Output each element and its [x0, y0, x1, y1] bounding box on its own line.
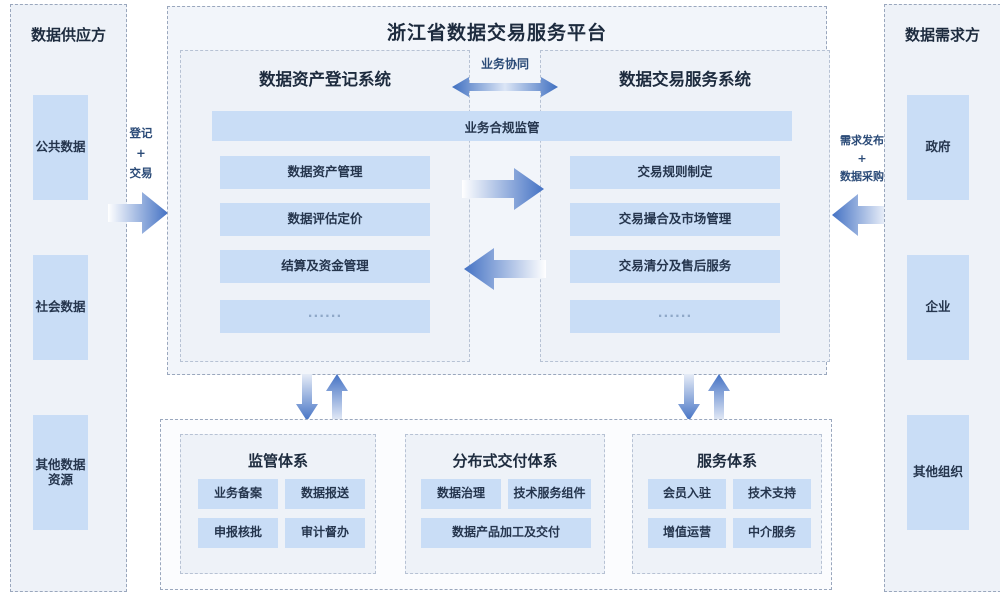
demand-item-enterprise: 企业 [907, 255, 969, 360]
left-flow-label-line2: 交易 [129, 166, 153, 180]
regulation-chip-0-1: 数据报送 [285, 479, 365, 509]
compliance-bar [212, 111, 792, 141]
delivery-chip-0-1: 技术服务组件 [508, 479, 591, 509]
delivery-chip-1-0: 数据产品加工及交付 [421, 518, 591, 548]
center-collaboration-label: 业务协同 [480, 57, 529, 71]
registry-item-2: 结算及资金管理 [220, 250, 430, 283]
compliance-label: 业务合规监管 [464, 119, 540, 135]
trading-item-1: 交易撮合及市场管理 [570, 203, 780, 236]
registry-item-0: 数据资产管理 [220, 156, 430, 189]
service-chip-0-1: 技术支持 [733, 479, 811, 509]
demand-item-government: 政府 [907, 95, 969, 200]
left-flow-label-plus: + [136, 146, 146, 160]
supply-item-other-data: 其他数据资源 [33, 415, 88, 530]
trading-item-0: 交易规则制定 [570, 156, 780, 189]
service-chip-0-0: 会员入驻 [648, 479, 726, 509]
registry-item-1: 数据评估定价 [220, 203, 430, 236]
arrow-down-right-icon [678, 374, 700, 421]
service-chip-1-0: 增值运营 [648, 518, 726, 548]
subsystem-title-regulation: 监管体系 [247, 452, 308, 470]
subsystem-title-service: 服务体系 [696, 452, 757, 470]
arrow-right-center-icon [462, 168, 544, 210]
arrow-up-right-icon [708, 374, 730, 421]
regulation-chip-1-0: 申报核批 [198, 518, 278, 548]
right-flow-label-plus: + [857, 152, 867, 165]
platform-title: 浙江省数据交易服务平台 [386, 22, 607, 44]
registry-system-title: 数据资产登记系统 [259, 70, 391, 89]
trading-system-title: 数据交易服务系统 [619, 70, 751, 89]
arrow-bidirectional-icon [452, 77, 558, 97]
trading-item-2: 交易清分及售后服务 [570, 250, 780, 283]
arrow-right-icon [108, 192, 168, 234]
arrow-up-left-icon [326, 374, 348, 421]
right-flow-label-line2: 数据采购 [840, 170, 884, 183]
arrow-left-demand-icon [832, 194, 892, 236]
arrow-down-left-icon [296, 374, 318, 421]
supply-side-title: 数据供应方 [30, 26, 106, 44]
regulation-chip-0-0: 业务备案 [198, 479, 278, 509]
arrow-left-center-icon [464, 248, 546, 290]
subsystem-title-delivery: 分布式交付体系 [452, 452, 558, 470]
supply-item-public-data: 公共数据 [33, 95, 88, 200]
delivery-chip-0-0: 数据治理 [421, 479, 501, 509]
regulation-chip-1-1: 审计督办 [285, 518, 365, 548]
demand-side-title: 数据需求方 [904, 26, 980, 44]
trading-item-3: ······ [570, 300, 780, 333]
demand-item-other-org: 其他组织 [907, 415, 969, 530]
right-flow-label-line1: 需求发布 [840, 134, 884, 147]
supply-item-social-data: 社会数据 [33, 255, 88, 360]
left-flow-label-line1: 登记 [129, 126, 153, 140]
registry-item-3: ······ [220, 300, 430, 333]
service-chip-1-1: 中介服务 [733, 518, 811, 548]
